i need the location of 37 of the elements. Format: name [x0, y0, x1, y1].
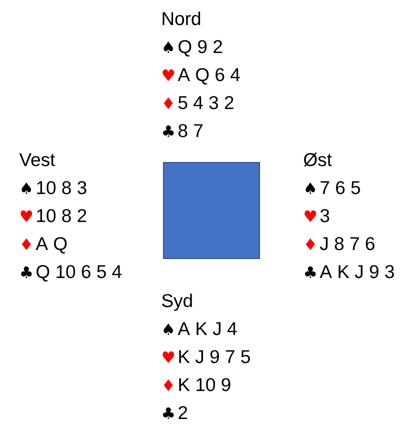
card-ranks: A Q [36, 237, 67, 254]
suit-symbol: ♥ [162, 69, 174, 81]
card-ranks: 8 7 [178, 124, 202, 138]
card-ranks: 10 8 2 [37, 209, 86, 222]
card-ranks: 7 6 5 [320, 181, 360, 194]
suit-symbol: ♦ [306, 238, 315, 250]
card-ranks: A K J 9 3 [320, 265, 394, 278]
card-ranks: J 8 7 6 [320, 237, 374, 250]
card-ranks: Q 9 2 [178, 40, 222, 56]
suit-symbol: ♥ [304, 210, 316, 222]
suit-symbol: ♦ [164, 379, 173, 391]
card-ranks: A K J 4 [178, 322, 237, 336]
card-ranks: 3 [320, 209, 330, 222]
player-name: Øst [304, 152, 332, 166]
suit-symbol: ♣ [21, 266, 32, 278]
suit-symbol: ♦ [22, 238, 31, 250]
card-ranks: Q 10 6 5 4 [36, 265, 122, 282]
suit-symbol: ♣ [304, 266, 316, 278]
suit-symbol: ♠ [22, 182, 31, 194]
card-ranks: A Q 6 4 [178, 68, 240, 84]
player-name: Syd [162, 294, 192, 311]
suit-symbol: ♥ [20, 210, 32, 222]
card-ranks: 2 [178, 406, 188, 419]
suit-symbol: ♦ [164, 97, 173, 109]
suit-symbol: ♣ [162, 407, 174, 419]
suit-symbol: ♣ [162, 125, 174, 137]
suit-symbol: ♥ [162, 351, 174, 363]
player-name: Nord [162, 12, 200, 26]
center-square [163, 162, 260, 259]
suit-symbol: ♠ [306, 182, 315, 194]
card-ranks: 10 8 3 [37, 181, 86, 194]
suit-symbol: ♠ [164, 323, 173, 335]
player-name: Vest [19, 153, 56, 166]
card-ranks: K J 9 7 5 [179, 350, 250, 364]
suit-symbol: ♠ [164, 41, 173, 53]
card-ranks: 5 4 3 2 [178, 96, 234, 110]
card-ranks: K 10 9 [179, 378, 230, 392]
